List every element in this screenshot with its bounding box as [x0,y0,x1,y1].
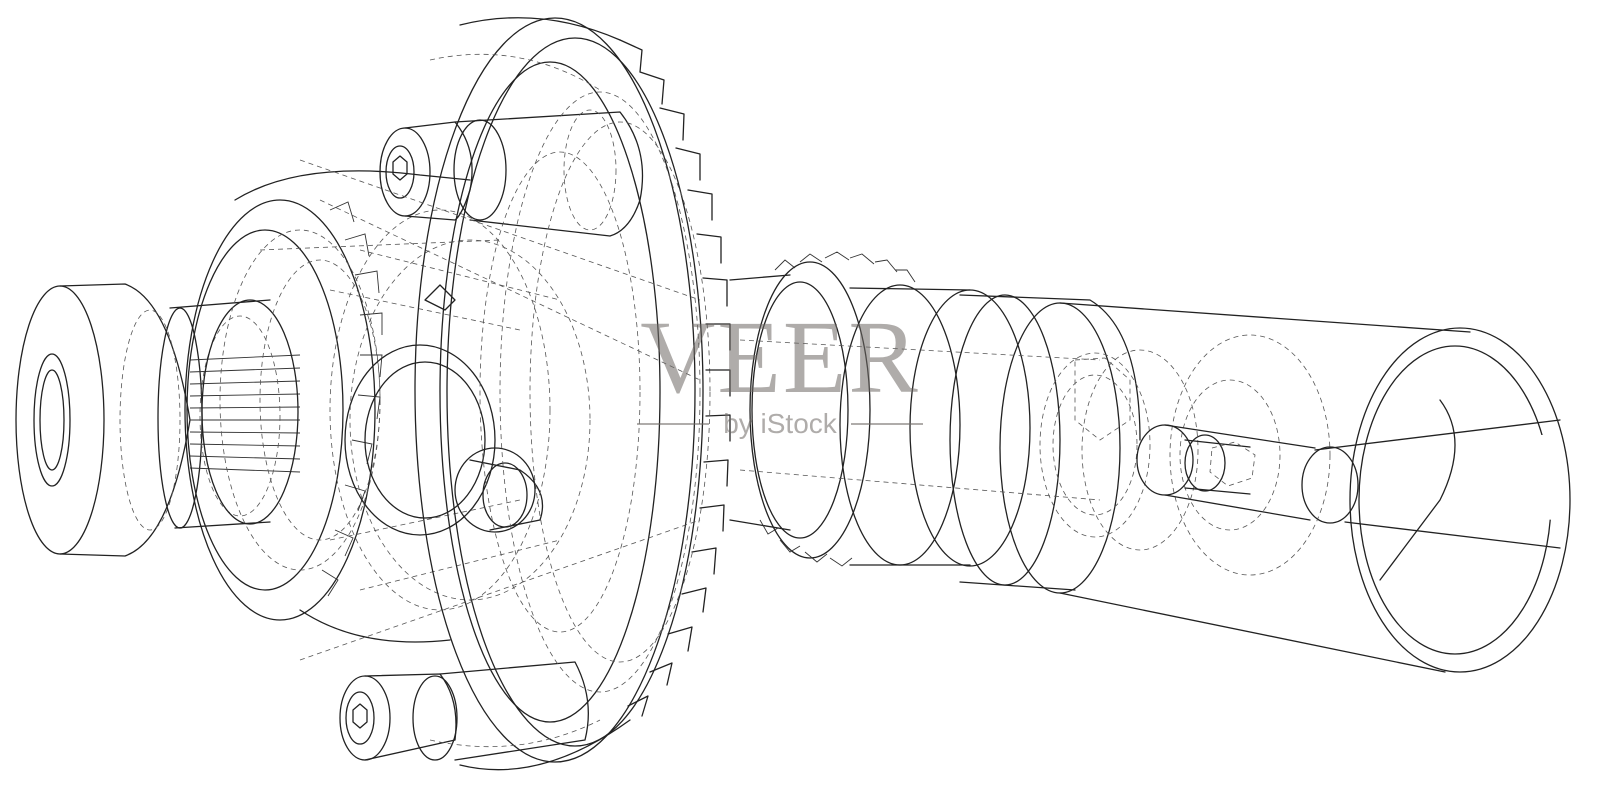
left-bearing [15,283,191,557]
drive-pin [1136,424,1316,521]
differential-housing [234,170,591,643]
drive-cup [1059,302,1571,673]
top-bolt [379,109,644,237]
pinion-gear [729,251,916,567]
ring-gear [414,17,731,771]
left-bevel-gear [184,199,383,621]
pinion-shaft [839,284,1199,594]
hidden-lines [259,53,1101,748]
splined-shaft [157,299,301,529]
bottom-bolt [339,661,589,761]
